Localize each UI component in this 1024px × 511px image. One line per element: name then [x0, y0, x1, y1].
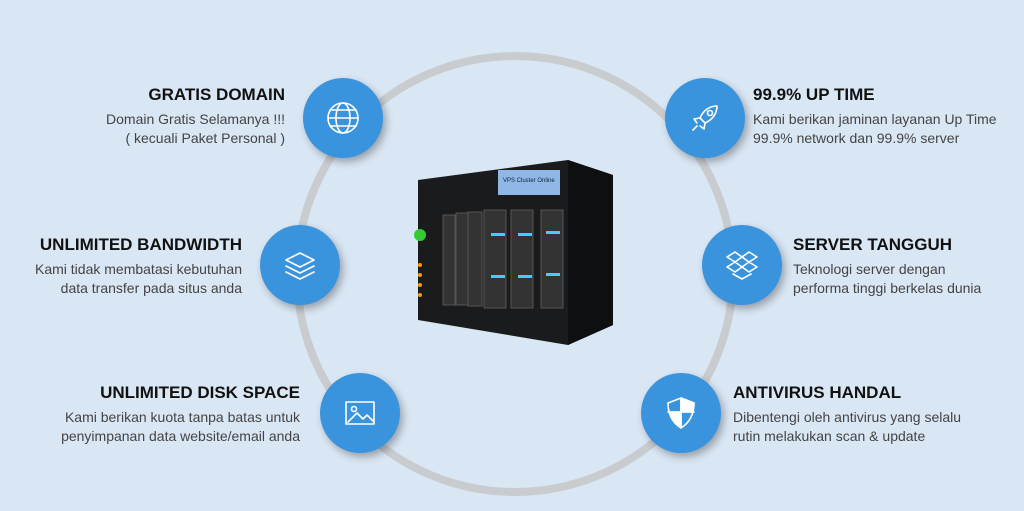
feature-bandwidth: UNLIMITED BANDWIDTH Kami tidak membatasi… — [0, 235, 242, 298]
feature-disk-space: UNLIMITED DISK SPACE Kami berikan kuota … — [0, 383, 300, 446]
antivirus-badge — [641, 373, 721, 453]
feature-title: UNLIMITED DISK SPACE — [100, 383, 300, 402]
domain-badge — [303, 78, 383, 158]
bandwidth-badge — [260, 225, 340, 305]
feature-desc: penyimpanan data website/email anda — [61, 428, 300, 444]
feature-server: SERVER TANGGUH Teknologi server dengan p… — [793, 235, 1023, 298]
feature-desc: Kami berikan jaminan layanan Up Time — [753, 111, 997, 127]
feature-desc: Domain Gratis Selamanya !!! — [106, 111, 285, 127]
feature-desc: Kami tidak membatasi kebutuhan — [35, 261, 242, 277]
shield-icon — [667, 397, 695, 429]
uptime-badge — [665, 78, 745, 158]
image-icon — [345, 401, 375, 425]
server-screen-text: VPS Cluster Online — [503, 178, 555, 184]
feature-antivirus: ANTIVIRUS HANDAL Dibentengi oleh antivir… — [733, 383, 1023, 446]
feature-title: GRATIS DOMAIN — [148, 85, 285, 104]
feature-desc: Dibentengi oleh antivirus yang selalu — [733, 409, 962, 425]
server-badge — [702, 225, 782, 305]
feature-desc: ( kecuali Paket Personal ) — [125, 130, 285, 146]
feature-gratis-domain: GRATIS DOMAIN Domain Gratis Selamanya !!… — [0, 85, 285, 148]
layers-icon — [285, 252, 315, 280]
feature-desc: Kami berikan kuota tanpa batas untuk — [64, 409, 300, 425]
server-image: VPS Cluster Online — [414, 160, 613, 345]
feature-desc: performa tinggi berkelas dunia — [793, 280, 982, 296]
feature-title: ANTIVIRUS HANDAL — [733, 383, 902, 402]
feature-title: UNLIMITED BANDWIDTH — [39, 235, 242, 254]
dropbox-box-icon — [726, 251, 758, 280]
feature-desc: Teknologi server dengan — [793, 261, 946, 277]
feature-title: 99.9% UP TIME — [753, 85, 875, 104]
feature-desc: rutin melakukan scan & update — [733, 428, 926, 444]
feature-desc: data transfer pada situs anda — [60, 280, 242, 296]
feature-title: SERVER TANGGUH — [793, 235, 953, 254]
rocket-icon — [692, 105, 718, 131]
globe-www-icon — [327, 102, 359, 134]
disk-badge — [320, 373, 400, 453]
feature-desc: 99.9% network dan 99.9% server — [753, 130, 960, 146]
feature-uptime: 99.9% UP TIME Kami berikan jaminan layan… — [753, 85, 1024, 148]
